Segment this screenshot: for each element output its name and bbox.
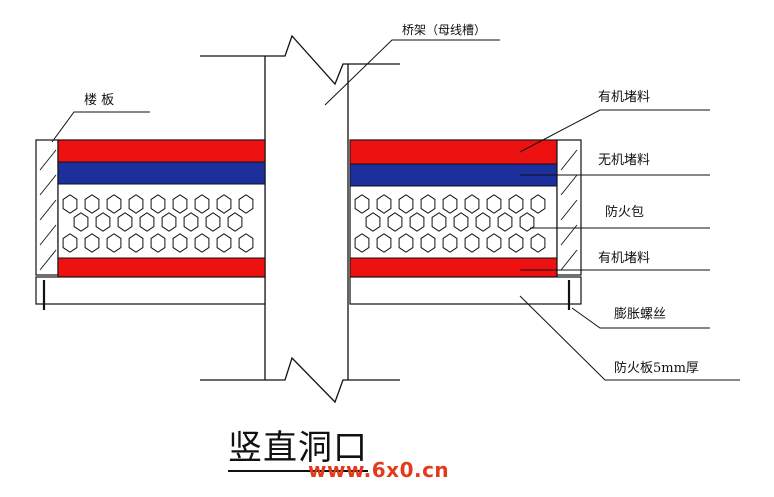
left-slab-hatching [39,149,57,271]
fire-pillow-cell [420,194,436,214]
label-organic-seal-top: 有机堵料 [598,90,650,105]
right-fireproof-board [349,276,582,305]
fire-pillow-cell [354,194,370,214]
fire-pillow-cell [387,212,403,232]
fire-pillow-cell [508,233,524,253]
fire-pillow-cell [62,233,78,253]
fire-pillow-cell [161,212,177,232]
label-inorganic-seal: 无机堵料 [598,153,650,168]
fire-pillow-cell [95,212,111,232]
right-fire-pillows [354,194,546,253]
fire-pillow-cell [238,233,254,253]
label-expansion-bolt: 膨胀螺丝 [614,307,666,322]
label-cable-tray: 桥架（母线槽） [402,23,486,37]
fire-pillow-cell [519,212,535,232]
fire-pillow-cell [150,233,166,253]
label-fire-pillow: 防火包 [605,204,644,220]
label-floor-slab: 楼 板 [84,93,114,108]
fire-pillow-cell [128,233,144,253]
fire-pillow-cell [73,212,89,232]
fire-pillow-cell [84,194,100,214]
fire-pillow-cell [376,233,392,253]
fire-pillow-cell [194,233,210,253]
fire-pillow-cell [453,212,469,232]
fire-pillow-cell [84,233,100,253]
fire-pillow-cell [106,233,122,253]
tray-bottom-break-line [200,356,400,404]
fire-pillow-cell [431,212,447,232]
fire-pillow-cell [442,233,458,253]
label-fireproof-board: 防火板5mm厚 [614,360,699,376]
left-organic-seal-bottom [57,257,266,278]
fire-pillow-cell [420,233,436,253]
fire-pillow-cell [464,194,480,214]
fire-pillow-cell [139,212,155,232]
right-organic-seal-top [349,139,558,165]
fire-pillow-cell [530,194,546,214]
fire-pillow-cell [442,194,458,214]
fire-pillow-cell [106,194,122,214]
tray-top-break-line [200,34,400,86]
fire-pillow-cell [398,233,414,253]
fire-pillow-cell [227,212,243,232]
fire-pillow-cell [238,194,254,214]
leader-cable-tray [324,39,500,106]
fire-pillow-cell [530,233,546,253]
fire-pillow-cell [150,194,166,214]
right-floor-slab [556,139,582,276]
leader-lines [51,39,740,381]
watermark-url: www.6x0.cn [308,458,450,482]
fire-pillow-cell [376,194,392,214]
left-fire-pillows [62,194,254,253]
fire-pillow-cell [486,233,502,253]
right-seal-assembly [349,139,582,310]
leader-expansion-bolt [571,307,710,329]
fire-pillow-cell [464,233,480,253]
left-organic-seal-top [57,139,266,163]
left-inorganic-seal [57,161,266,185]
fire-pillow-cell [216,233,232,253]
fire-pillow-cell [365,212,381,232]
diagram-caption: 竖直洞口 [228,428,368,472]
fire-pillow-cell [354,233,370,253]
fire-pillow-cell [205,212,221,232]
left-floor-slab [35,139,59,276]
fire-pillow-cell [128,194,144,214]
leader-floor-slab [51,111,150,143]
fire-pillow-cell [508,194,524,214]
fire-pillow-cell [486,194,502,214]
leader-fireproof-board [519,295,740,381]
fire-pillow-cell [117,212,133,232]
fire-pillow-cell [398,194,414,214]
fire-pillow-cell [216,194,232,214]
fire-pillow-cell [183,212,199,232]
fire-pillow-cell [475,212,491,232]
leader-organic-seal-top [519,109,710,153]
fire-pillow-cell [497,212,513,232]
fire-pillow-cell [172,233,188,253]
left-seal-assembly [35,139,266,310]
fire-pillow-cell [62,194,78,214]
fire-pillow-cell [172,194,188,214]
right-organic-seal-bottom [349,257,558,278]
label-organic-seal-bottom: 有机堵料 [598,251,650,266]
fire-pillow-cell [409,212,425,232]
fire-pillow-cell [194,194,210,214]
left-fireproof-board [35,276,266,305]
